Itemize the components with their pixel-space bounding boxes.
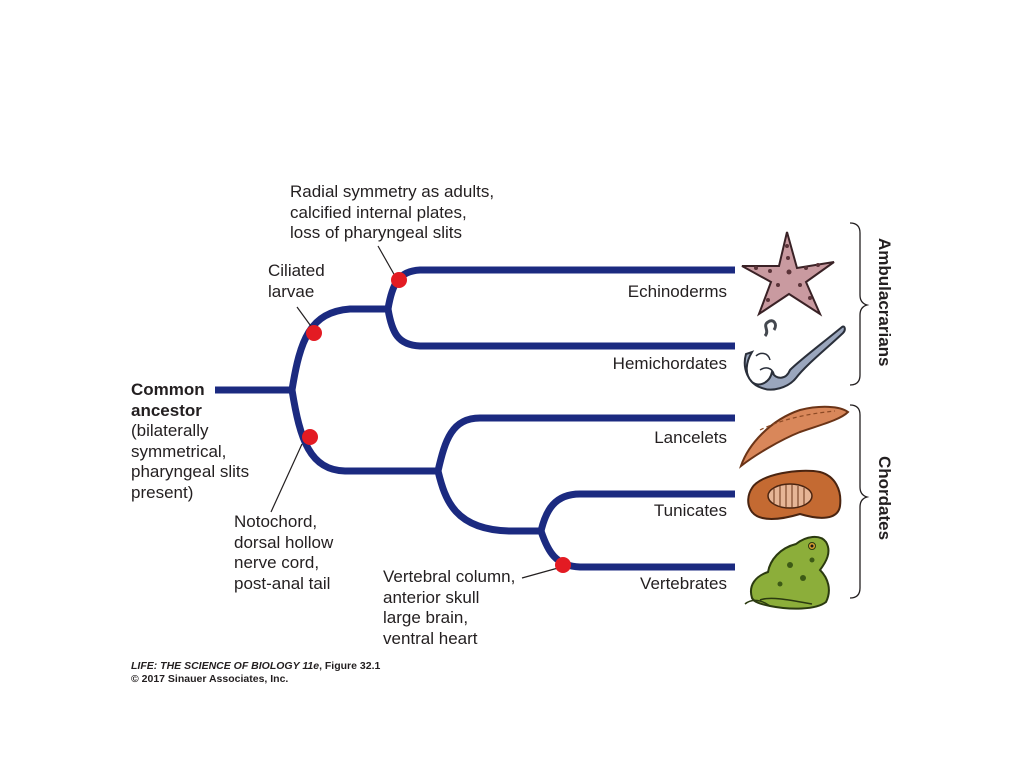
credit-figure: , Figure 32.1 (319, 660, 381, 672)
tunicate-icon (747, 469, 842, 520)
radial-symmetry-label: Radial symmetry as adults, calcified int… (290, 182, 495, 242)
pointer-ciliated (296, 306, 314, 330)
vertebral-column-label: Vertebral column, anterior skull large b… (383, 567, 516, 648)
credit-copyright: © 2017 Sinauer Associates, Inc. (131, 673, 289, 685)
taxon-label-vertebrates: Vertebrates (640, 574, 727, 593)
root-detail: (bilaterally symmetrical, pharyngeal sli… (131, 421, 250, 502)
dot-radial-symmetry (391, 272, 407, 288)
branch-hemichordates (384, 308, 735, 350)
starfish-icon (741, 231, 835, 317)
bracket-ambulacrarians (849, 222, 870, 386)
pointer-radial (377, 245, 396, 277)
bracket-chordates (849, 404, 870, 599)
notochord-label: Notochord, dorsal hollow nerve cord, pos… (234, 512, 334, 593)
branch-chordates (288, 389, 438, 475)
dot-notochord (302, 429, 318, 445)
root-title: Common ancestor (131, 380, 205, 420)
figure-credit: LIFE: THE SCIENCE OF BIOLOGY 11e, Figure… (131, 660, 380, 686)
group-brackets (849, 222, 870, 599)
pointer-lines (270, 245, 559, 579)
acorn-worm-icon (743, 319, 846, 391)
pointer-vertebral (521, 567, 559, 579)
credit-book: LIFE: THE SCIENCE OF BIOLOGY 11e (131, 660, 320, 672)
dot-vertebral-column (555, 557, 571, 573)
lancelet-icon (738, 405, 850, 469)
branch-lancelets (434, 414, 735, 472)
synapomorphy-dots (302, 272, 571, 573)
branch-ambulacrarians (288, 305, 388, 391)
ciliated-larvae-label: Ciliated larvae (268, 261, 325, 301)
branch-vertebrates (537, 529, 735, 571)
tree-branches (215, 266, 735, 571)
group-label-ambulacrarians: Ambulacrarians (875, 238, 894, 367)
taxon-label-hemichordates: Hemichordates (612, 354, 727, 373)
pointer-notochord (270, 443, 303, 513)
branch-tunicates (537, 490, 735, 532)
dot-ciliated-larvae (306, 325, 322, 341)
taxon-label-echinoderms: Echinoderms (627, 282, 727, 301)
branch-olfactores (434, 470, 541, 535)
taxon-label-lancelets: Lancelets (654, 428, 727, 447)
group-label-chordates: Chordates (875, 456, 894, 541)
taxon-label-tunicates: Tunicates (653, 501, 727, 520)
frog-icon (744, 536, 830, 610)
